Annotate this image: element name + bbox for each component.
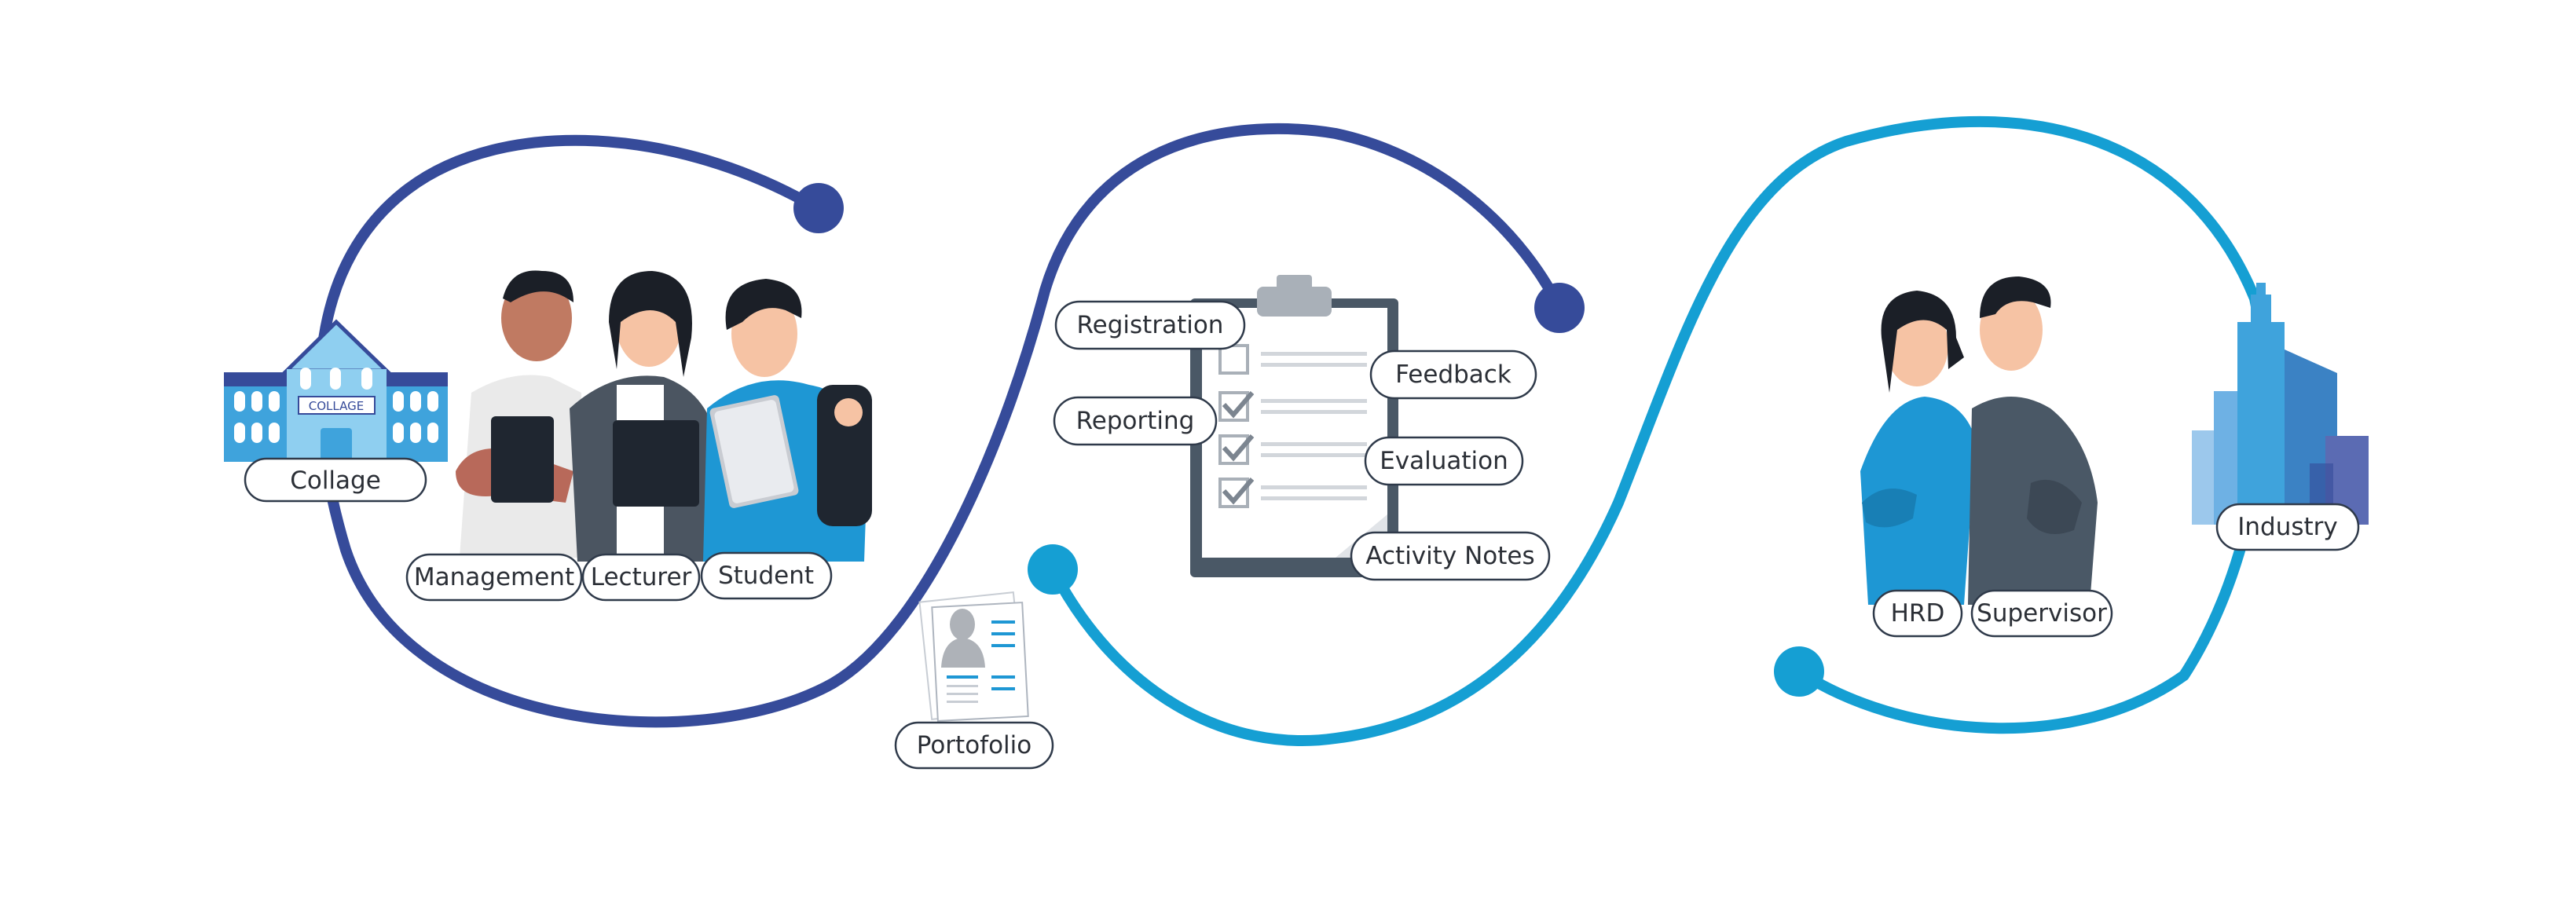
portfolio-document-icon (918, 591, 1029, 722)
label-registration: Registration (1054, 300, 1246, 350)
label-lecturer: Lecturer (581, 553, 701, 602)
svg-text:Registration: Registration (1077, 311, 1224, 339)
label-reporting: Reporting (1053, 396, 1218, 446)
svg-text:Management: Management (414, 563, 574, 591)
label-supervisor: Supervisor (1970, 589, 2113, 638)
curve-endpoint-dot (1774, 646, 1824, 697)
hrd-person-illustration (1860, 291, 1976, 605)
svg-text:Evaluation: Evaluation (1380, 447, 1508, 475)
checklist-row (1218, 391, 1367, 422)
svg-text:Supervisor: Supervisor (1977, 599, 2107, 628)
city-skyscraper-icon (2192, 283, 2369, 525)
svg-text:Activity Notes: Activity Notes (1365, 542, 1534, 570)
curve-endpoint-dot (1028, 544, 1078, 595)
curve-endpoint-dot (1534, 283, 1585, 333)
label-feedback: Feedback (1369, 350, 1537, 400)
label-collage: Collage (244, 457, 427, 503)
label-portofolio: Portofolio (894, 721, 1054, 770)
svg-text:Student: Student (718, 562, 814, 590)
curve-endpoint-dot (793, 183, 844, 233)
building-sign: COLLAGE (309, 399, 364, 413)
svg-text:Collage: Collage (290, 467, 381, 495)
label-student: Student (700, 551, 833, 600)
school-building-icon: COLLAGE (224, 319, 448, 462)
svg-text:Feedback: Feedback (1395, 361, 1512, 389)
svg-text:Reporting: Reporting (1076, 407, 1195, 435)
label-evaluation: Evaluation (1364, 436, 1524, 486)
label-industry: Industry (2215, 503, 2360, 551)
label-hrd: HRD (1872, 589, 1963, 638)
checklist-row (1218, 478, 1367, 508)
checklist-clipboard-icon (1190, 275, 1398, 577)
label-activity-notes: Activity Notes (1350, 531, 1551, 581)
svg-text:Industry: Industry (2237, 513, 2338, 541)
flow-curve-dark (314, 123, 1565, 728)
svg-text:Lecturer: Lecturer (591, 563, 692, 591)
supervisor-person-illustration (1968, 276, 2098, 605)
svg-text:HRD: HRD (1891, 599, 1945, 628)
management-person-illustration (456, 270, 585, 558)
lecturer-person-illustration (570, 271, 716, 562)
flow-curve-light (1047, 115, 2270, 746)
label-management: Management (405, 553, 583, 602)
student-person-illustration (703, 279, 872, 562)
svg-text:Portofolio: Portofolio (917, 731, 1032, 759)
checklist-row (1218, 434, 1367, 465)
